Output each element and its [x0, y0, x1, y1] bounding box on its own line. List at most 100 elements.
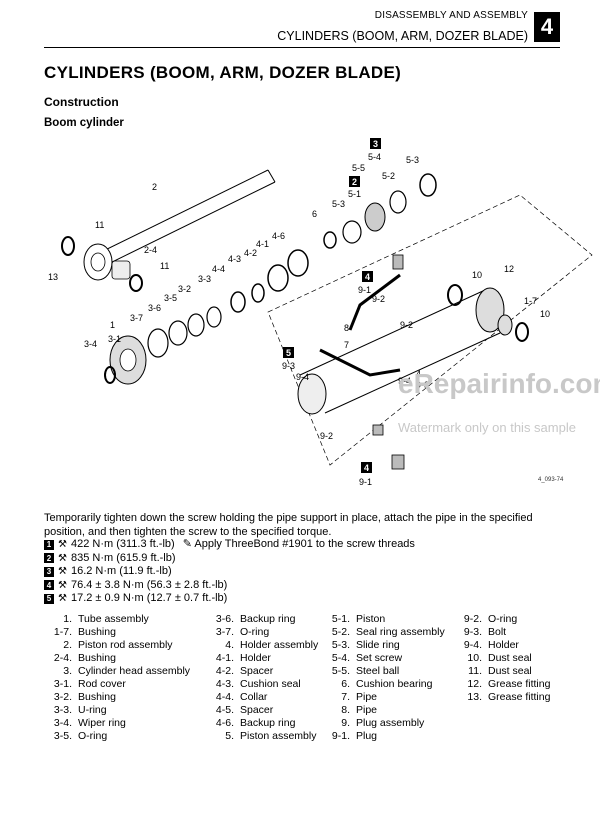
legend-number: 4. — [225, 639, 234, 651]
header-section-label: DISASSEMBLY AND ASSEMBLY — [374, 10, 528, 21]
legend-label: U-ring — [78, 704, 107, 716]
torque-row: 1 ⚒ 422 N·m (311.3 ft.-lb) ✎ Apply Three… — [44, 538, 415, 552]
legend-item: 3-2.Bushing — [38, 691, 190, 704]
legend-number: 10. — [467, 652, 482, 664]
legend-number: 4-4. — [215, 691, 234, 703]
badge-square — [349, 176, 360, 187]
legend-number: 7. — [341, 691, 350, 703]
header-divider — [44, 47, 560, 48]
callout: 9-2 — [400, 320, 413, 330]
torque-value: 835 N·m (615.9 ft.-lb) — [70, 551, 176, 564]
dust-seal-11b-shape — [129, 274, 143, 292]
brush-icon: ✎ — [182, 538, 195, 550]
legend-item: 4-6.Backup ring — [196, 717, 318, 730]
legend-number: 13. — [467, 691, 482, 703]
torque-badge: 1 — [44, 539, 54, 550]
legend-number: 3-4. — [53, 717, 72, 729]
legend-item: 3-5.O-ring — [38, 730, 190, 743]
legend-number: 3. — [63, 665, 72, 677]
torque-row: 5 ⚒ 17.2 ± 0.9 N·m (12.7 ± 0.7 ft.-lb) — [44, 592, 415, 606]
legend-number: 1. — [63, 613, 72, 625]
thread-lock-text: Apply ThreeBond #1901 to the screw threa… — [194, 538, 415, 550]
legend-item: 9-1.Plug — [310, 730, 445, 743]
parts-legend-col1: 1.Tube assembly 1-7.Bushing 2.Piston rod… — [38, 613, 190, 743]
legend-item: 4-2.Spacer — [196, 665, 318, 678]
legend-item: 12.Grease fitting — [444, 678, 550, 691]
callout: 2-4 — [144, 245, 157, 255]
callout: 9-4 — [398, 376, 411, 386]
thread-lock-note: ✎ Apply ThreeBond #1901 to the screw thr… — [183, 538, 415, 552]
legend-item: 5-3.Slide ring — [310, 639, 445, 652]
legend-number: 2-4. — [53, 652, 72, 664]
legend-item: 13. Grease fitting — [444, 691, 550, 704]
legend-number: 1-7. — [53, 626, 72, 638]
legend-label: Piston assembly — [240, 730, 317, 742]
legend-item: 3-3.U-ring — [38, 704, 190, 717]
torque-badge: 5 — [44, 593, 54, 604]
legend-item: 9.Plug assembly — [310, 717, 445, 730]
legend-label: Bushing — [78, 691, 116, 703]
legend-number: 9-2. — [463, 613, 482, 625]
torque-value: 76.4 ± 3.8 N·m (56.3 ± 2.8 ft.-lb) — [70, 578, 228, 591]
pipe-7-shape — [319, 348, 401, 377]
legend-label: Seal ring assembly — [356, 626, 445, 638]
watermark-text: eRepairinfo.com — [398, 368, 600, 399]
legend-item: 4-5.Spacer — [196, 704, 318, 717]
section-title: Construction — [44, 95, 119, 109]
legend-label: Pipe — [356, 691, 378, 703]
callout: 3-1 — [108, 334, 121, 344]
plug-top-shape — [392, 254, 404, 270]
legend-label: O-ring — [240, 626, 270, 638]
legend-label: Cylinder head assembly — [78, 665, 191, 677]
callout: 4-6 — [272, 231, 285, 241]
exploded-view-diagram: 2 11 13 2-4 11 1 3-1 3-4 3-7 3-6 3-5 3-3… — [48, 138, 593, 487]
head-seal-1 — [147, 328, 169, 358]
badge-square — [370, 138, 381, 149]
piston-shape — [342, 173, 437, 244]
legend-label: Spacer — [240, 704, 274, 716]
callout: 10 — [472, 270, 482, 280]
legend-label: Piston rod assembly — [78, 639, 173, 651]
legend-item: 8.Pipe — [310, 704, 445, 717]
callout: 9-3 — [282, 361, 295, 371]
wrench-icon: ⚒ — [58, 566, 67, 577]
legend-number: 9-3. — [463, 626, 482, 638]
legend-item: 6.Cushion bearing — [310, 678, 445, 691]
legend-label: Steel ball — [356, 665, 400, 677]
legend-label: Bushing — [78, 652, 116, 664]
dust-seal-11-shape — [61, 236, 75, 256]
callout: 9-3 — [416, 380, 429, 390]
legend-number: 5-5. — [331, 665, 350, 677]
legend-item: 4. Holder assembly — [196, 639, 318, 652]
callout: 5-3 — [406, 155, 419, 165]
legend-number: 9-4. — [463, 639, 482, 651]
pipe-8-shape — [348, 273, 401, 331]
torque-badge: 3 — [44, 566, 54, 577]
torque-value: 17.2 ± 0.9 N·m (12.7 ± 0.7 ft.-lb) — [70, 592, 228, 604]
legend-item: 5-2.Seal ring assembly — [310, 626, 445, 639]
legend-label: Dust seal — [488, 665, 532, 677]
callout: 2 — [152, 182, 157, 192]
legend-item: 7. Pipe — [310, 691, 445, 704]
callout: 5-2 — [382, 171, 395, 181]
legend-label: Holder — [240, 652, 271, 664]
legend-label: Piston — [356, 613, 386, 625]
head-seal-4 — [206, 306, 222, 328]
torque-badge: 4 — [44, 580, 54, 591]
badge-square — [283, 347, 294, 358]
callout: 13 — [48, 272, 58, 282]
legend-item: 9-4.Holder — [444, 639, 550, 652]
legend-label: O-ring — [488, 613, 518, 625]
legend-item: 5.Piston assembly — [196, 730, 318, 743]
callout: 5-1 — [348, 189, 361, 199]
holder-ring-1 — [230, 291, 246, 313]
legend-item: 11.Dust seal — [444, 665, 550, 678]
legend-label: Backup ring — [240, 717, 296, 729]
legend-label: Slide ring — [356, 639, 400, 651]
torque-row: 2 ⚒ 835 N·m (615.9 ft.-lb) — [44, 552, 415, 566]
legend-label: Grease fitting — [488, 691, 551, 703]
legend-label: Holder assembly — [240, 639, 319, 651]
torque-badge: 2 — [44, 553, 54, 564]
badge-square — [362, 271, 373, 282]
rod-cover-shape — [109, 335, 147, 385]
